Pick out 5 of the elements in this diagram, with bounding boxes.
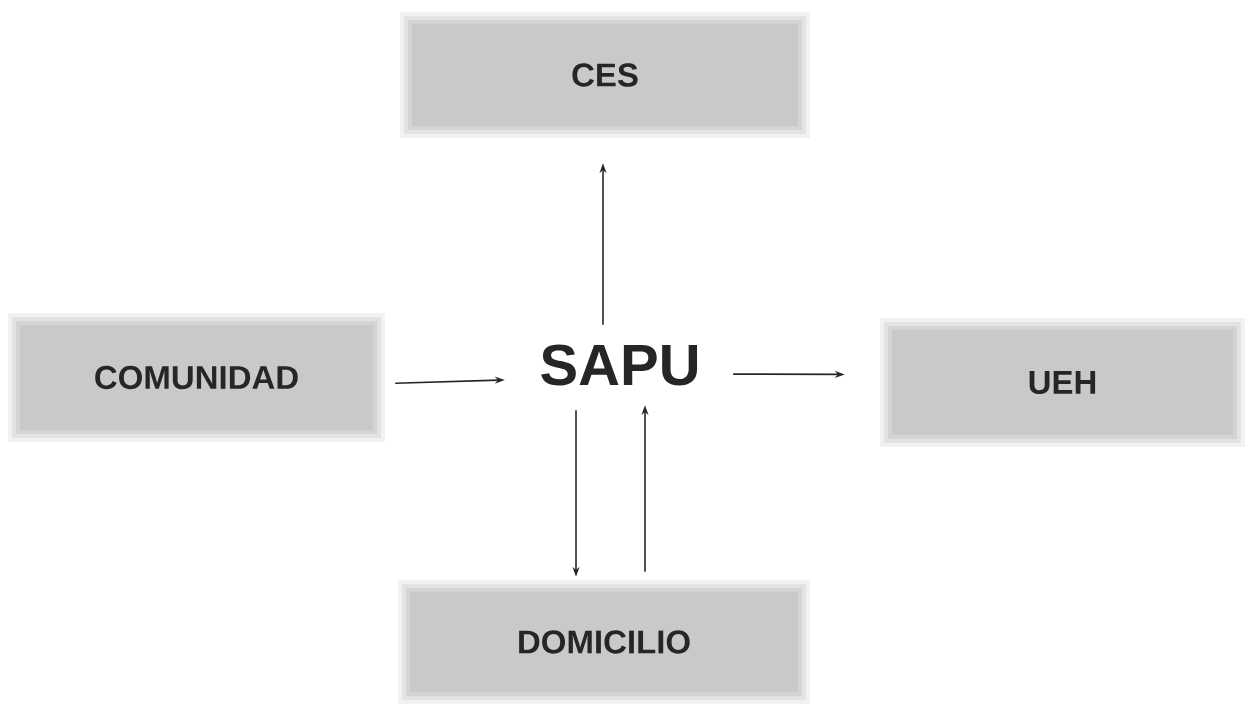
process-box: CES <box>400 12 810 138</box>
process-box: UEH <box>880 318 1245 447</box>
center-label: SAPU <box>541 344 698 386</box>
process-box: COMUNIDAD <box>8 313 385 442</box>
process-box: DOMICILIO <box>398 580 810 704</box>
